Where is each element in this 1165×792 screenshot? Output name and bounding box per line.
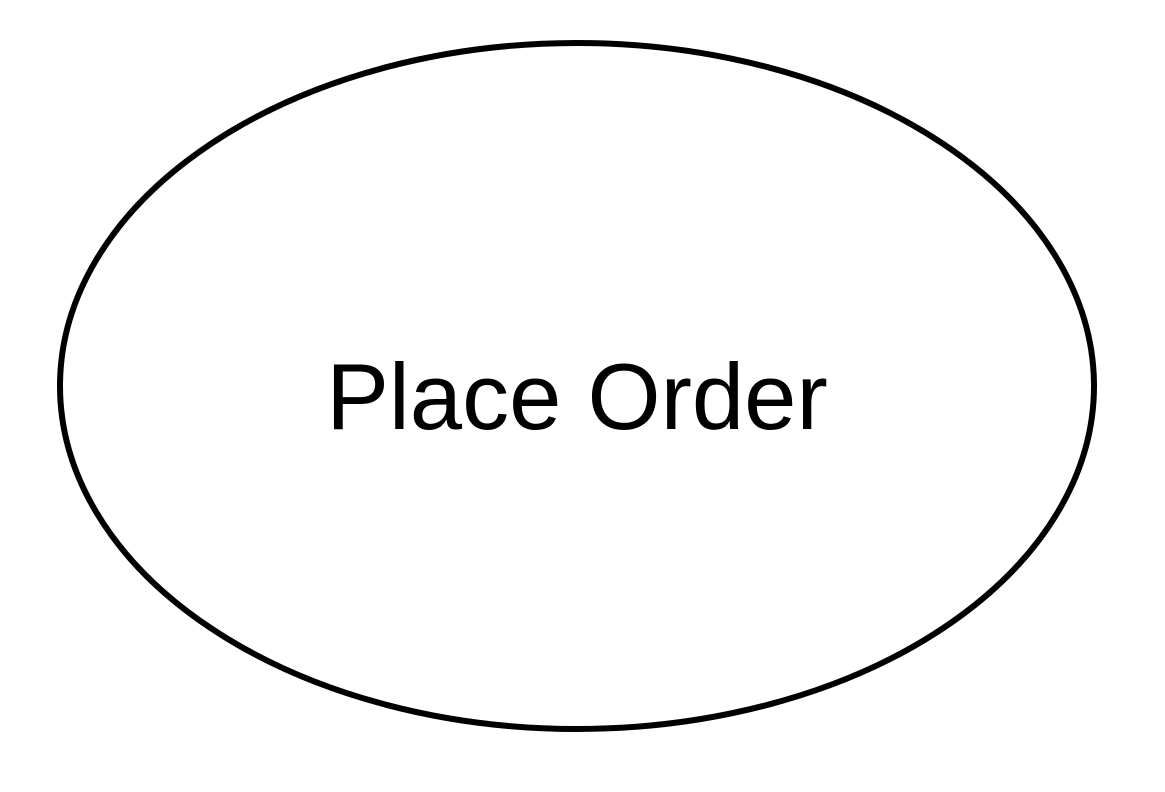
use-case-ellipse[interactable] [57,40,1097,732]
use-case-node-place-order[interactable]: Place Order [57,40,1097,732]
use-case-label: Place Order [326,344,828,449]
